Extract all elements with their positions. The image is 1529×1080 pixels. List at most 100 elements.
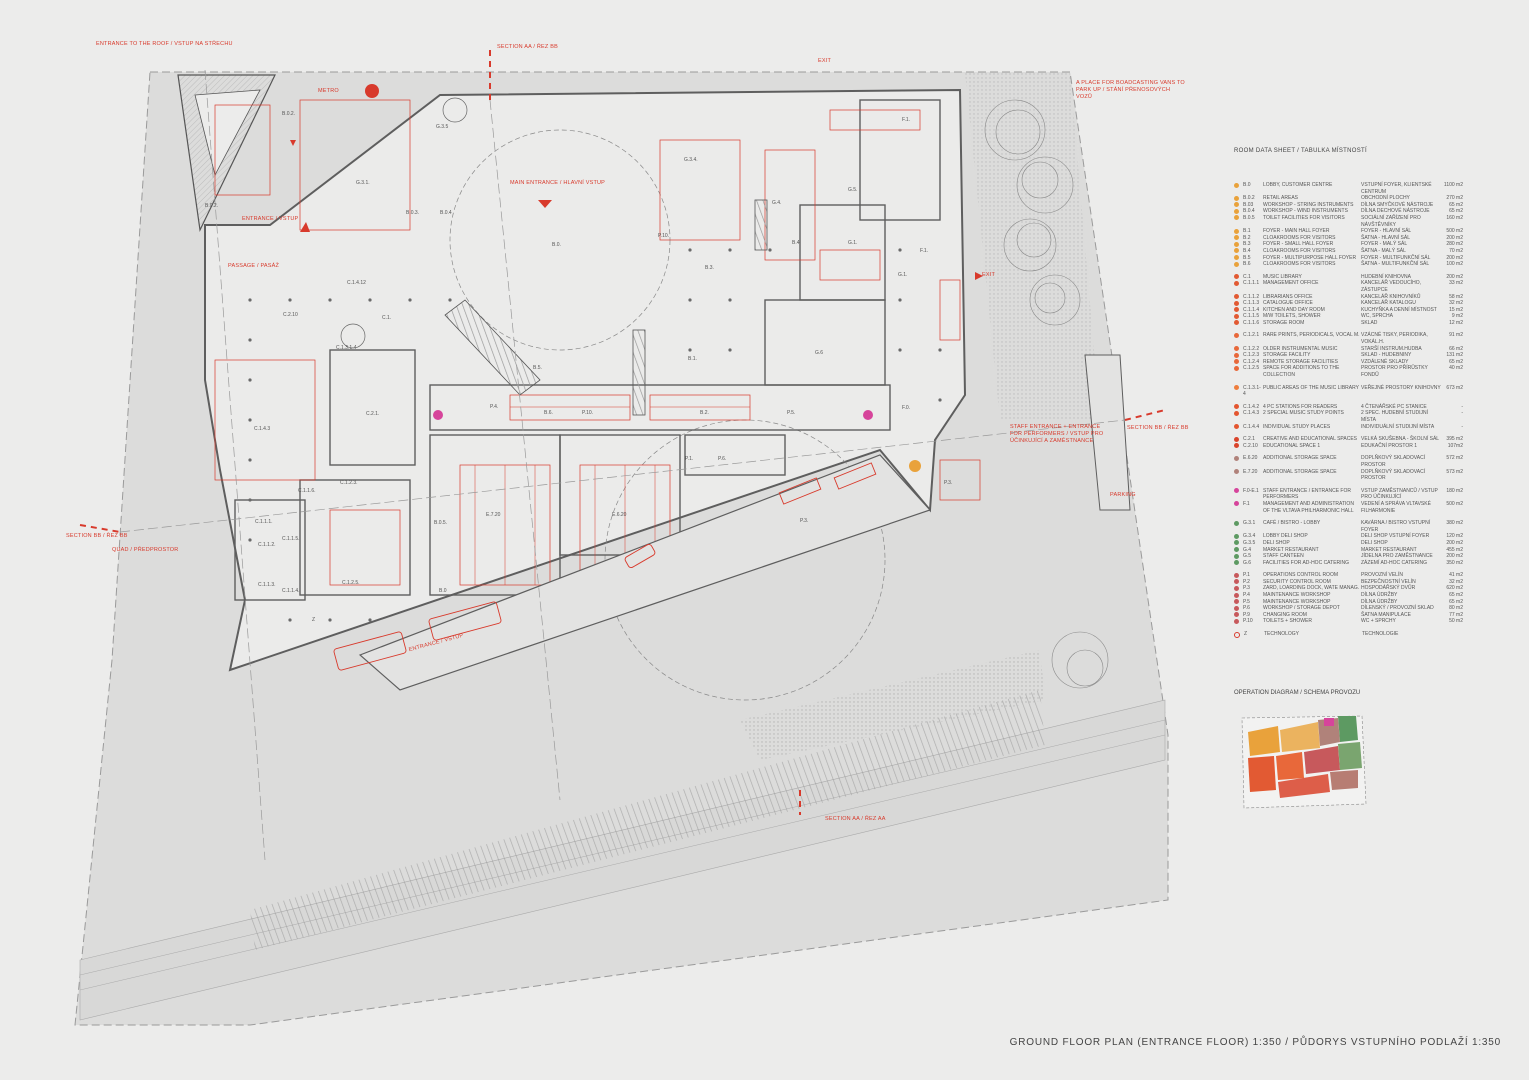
legend-code: G.3.5	[1243, 539, 1256, 546]
legend-en: MANAGEMENT AND ADMINISTRATION OF THE VLT…	[1263, 500, 1354, 514]
room-label: P.5.	[787, 410, 796, 416]
legend-en: TOILET FACILITIES FOR VISITORS	[1263, 214, 1345, 221]
legend-cz: DÍLNA ÚDRŽBY	[1361, 592, 1398, 599]
room-label: E.7.20	[486, 512, 501, 518]
room-label: P.1.	[685, 456, 694, 462]
legend-swatch	[1234, 280, 1239, 286]
trees	[984, 99, 1109, 689]
legend-swatch	[1234, 352, 1239, 358]
legend-title: ROOM DATA SHEET / TABULKA MÍSTNOSTÍ	[1234, 148, 1367, 154]
room-label: B.5.	[533, 365, 542, 371]
legend-code: B.2	[1243, 234, 1251, 241]
legend-area: 33 m2	[1449, 280, 1463, 287]
legend-en: 2 SPECIAL MUSIC STUDY POINTS	[1263, 410, 1344, 417]
legend-code: P.2	[1243, 578, 1250, 585]
legend-swatch	[1234, 533, 1239, 539]
legend-cz: FOYER - MALÝ SÁL	[1361, 241, 1408, 248]
legend-en: FOYER - SMALL HALL FOYER	[1263, 241, 1334, 248]
legend-code: B.3	[1243, 241, 1251, 248]
legend-code: C.1.2.4	[1243, 358, 1260, 365]
legend-cz: DELI SHOP	[1361, 539, 1388, 546]
legend-cz: FOYER - HLAVNÍ SÁL	[1361, 228, 1412, 235]
operation-diagram-title: OPERATION DIAGRAM / SCHEMA PROVOZU	[1234, 690, 1361, 696]
legend-en: WORKSHOP - WIND INSTRUMENTS	[1263, 208, 1348, 215]
legend-cz: DÍLNA ÚDRŽBY	[1361, 598, 1398, 605]
legend-cz: MARKET RESTAURANT	[1361, 546, 1417, 553]
legend-swatch	[1234, 320, 1239, 326]
legend-en: STORAGE ROOM	[1263, 319, 1305, 326]
legend-code: B.4	[1243, 247, 1251, 254]
room-label: Z	[312, 617, 316, 623]
legend-en: RARE PRINTS, PERIODICALS, VOCAL M.	[1263, 332, 1360, 339]
room-label: G.3.5	[436, 124, 449, 130]
legend-en: DELI SHOP	[1263, 539, 1290, 546]
legend-swatch	[1234, 235, 1239, 241]
legend-area: 15 m2	[1449, 306, 1463, 313]
room-label: F.1.	[920, 248, 929, 254]
legend-swatch	[1234, 346, 1239, 352]
legend-swatch	[1234, 469, 1239, 475]
legend-cz: VEŘEJNÉ PROSTORY KNIHOVNY	[1361, 384, 1441, 391]
legend-area: 160 m2	[1446, 214, 1463, 221]
room-label: C.1.	[382, 315, 392, 321]
legend-en: PUBLIC AREAS OF THE MUSIC LIBRARY	[1263, 384, 1359, 391]
legend-cz: OBCHODNÍ PLOCHY	[1361, 195, 1410, 202]
legend-code: G.3.1	[1243, 520, 1256, 527]
legend-swatch	[1234, 455, 1239, 461]
legend-cz: PROVOZNÍ VELÍN	[1361, 572, 1403, 579]
legend-swatch	[1234, 182, 1239, 188]
room-label: B.0.2.	[205, 203, 219, 209]
room-label: P.10.	[582, 410, 594, 416]
legend-swatch	[1234, 307, 1239, 313]
legend-code: P.3	[1243, 585, 1250, 592]
legend-cz: KANCELÁŘ VEDOUCÍHO, ZÁSTUPCE	[1361, 280, 1422, 293]
legend-area: 41 m2	[1449, 572, 1463, 579]
legend-code: C.1.4.4	[1243, 423, 1260, 430]
legend-en: RETAIL AREAS	[1263, 195, 1299, 202]
legend-en: WORKSHOP / STORAGE DEPOT	[1263, 605, 1340, 612]
legend-area: 65 m2	[1449, 201, 1463, 208]
vans-label: A PLACE FOR BOADCASTING VANS TO PARK UP …	[1076, 80, 1185, 100]
legend-code: P.4	[1243, 592, 1250, 599]
room-label: F.0.	[902, 405, 911, 411]
legend-code: C.1.3.1-4	[1243, 384, 1261, 398]
legend-en: OLDER INSTRUMENTAL MUSIC	[1263, 345, 1338, 352]
legend-area: 200 m2	[1446, 254, 1463, 261]
legend-code: B.0.5	[1243, 214, 1255, 221]
section-bb-right-label: SECTION BB / ŘEZ BB	[1127, 425, 1189, 431]
legend-cz: VSTUPNÍ FOYER, KLIENTSKÉ CENTRUM	[1361, 182, 1432, 195]
metro-marker-icon	[365, 84, 379, 98]
legend-en: MAINTENANCE WORKSHOP	[1263, 592, 1331, 599]
legend-en: ADDITIONAL STORAGE SPACE	[1263, 455, 1337, 462]
legend-swatch	[1234, 618, 1239, 624]
room-label: B.2.	[700, 410, 709, 416]
legend-area: 200 m2	[1446, 234, 1463, 241]
quad-label: QUAD / PŘEDPROSTOR	[112, 547, 179, 553]
legend-en: CATALOGUE OFFICE	[1263, 300, 1313, 307]
section-lines	[79, 50, 1166, 815]
room-label: B.6.	[544, 410, 553, 416]
legend-en: STAFF CANTEEN	[1263, 553, 1304, 560]
legend-en: CLOAKROOMS FOR VISITORS	[1263, 261, 1336, 268]
legend-code: C.1.2.2	[1243, 345, 1260, 352]
legend-cz: ŠATNA MANIPULACE	[1361, 611, 1411, 618]
legend-area: 9 m2	[1451, 313, 1463, 320]
legend-cz: VZÁCNÉ TISKY, PERIODIKA, VOKÁL.H.	[1361, 332, 1428, 346]
legend-en: MANAGEMENT OFFICE	[1263, 280, 1319, 287]
legend-area: 70 m2	[1449, 247, 1463, 254]
legend-en: CLOAKROOMS FOR VISITORS	[1263, 247, 1336, 254]
